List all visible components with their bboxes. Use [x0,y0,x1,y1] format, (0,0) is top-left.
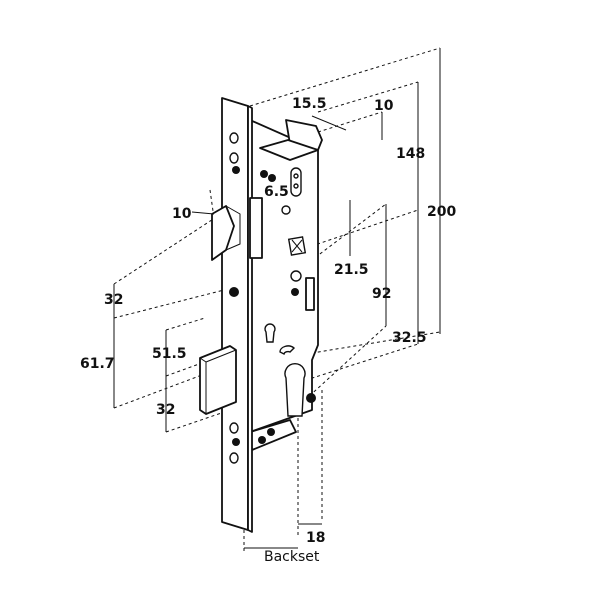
dim-follower-offset: 21.5 [334,262,369,278]
latch-bolt [211,197,263,261]
dim-latch-to-spacing: 32 [104,292,123,308]
backset-label: Backset [264,549,320,565]
extension-lines [113,47,441,552]
faceplate [221,97,253,533]
dim-bolt-height: 32 [156,402,175,418]
dim-case-depth: 15.5 [292,96,327,112]
dim-slot-width: 6.5 [264,184,289,200]
dimension-lines [113,48,441,549]
dim-latch-offset: 10 [172,206,192,222]
deadbolt [199,345,237,415]
dim-backset: 18 [306,530,325,546]
dim-top-to-follower: 148 [396,146,425,162]
dimension-labels: 200 148 92 32.5 21.5 10 15.5 6.5 10 32 6… [80,96,456,565]
dim-follower-to-cylinder: 92 [372,286,391,302]
dim-latch-to-deadbolt: 61.7 [80,356,115,372]
dim-faceplate-top-gap: 10 [374,98,394,114]
dim-overall-height: 200 [427,204,456,220]
dim-cylinder-to-bottom: 32.5 [392,330,427,346]
dim-latch-to-bolt-center: 51.5 [152,346,187,362]
case-details [258,167,316,444]
